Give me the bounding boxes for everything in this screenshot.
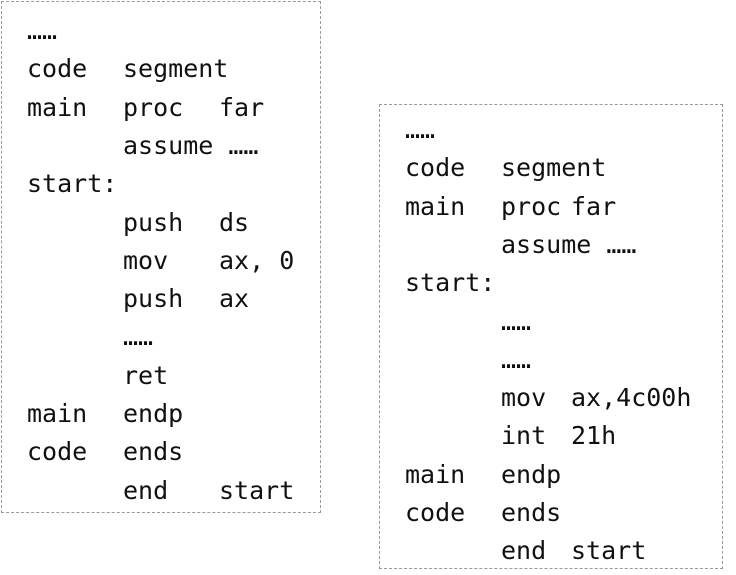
code-token: ret: [123, 360, 169, 390]
code-token: code: [405, 153, 466, 183]
code-token: ……: [501, 306, 532, 336]
code-token: mov: [501, 383, 547, 413]
code-token: int: [501, 421, 547, 451]
code-token: main: [405, 459, 466, 489]
code-token: end: [501, 536, 547, 566]
code-token: push: [123, 207, 184, 237]
code-token: proc: [501, 191, 562, 221]
code-token: segment: [501, 153, 607, 183]
code-token: main: [27, 399, 88, 428]
code-token: start:: [405, 268, 496, 298]
code-token: ……: [501, 344, 532, 374]
code-token: code: [27, 437, 88, 467]
code-token: endp: [123, 399, 184, 428]
code-token: end: [123, 475, 169, 505]
code-token: ax, 0: [219, 245, 295, 275]
code-token: main: [27, 92, 88, 122]
code-token: far: [219, 92, 265, 122]
code-token: segment: [123, 54, 229, 84]
code-token: assume ……: [501, 229, 637, 259]
code-token: proc: [123, 92, 184, 122]
code-token: start: [219, 475, 295, 505]
code-token: ……: [123, 322, 154, 352]
code-token: ends: [501, 498, 562, 527]
code-token: mov: [123, 245, 169, 275]
code-token: ……: [405, 115, 436, 144]
code-token: ……: [27, 16, 58, 45]
code-token: main: [405, 191, 466, 221]
code-token: push: [123, 284, 184, 314]
code-token: 21h: [571, 421, 617, 451]
code-token: ends: [123, 437, 184, 467]
code-token: ax,4c00h: [571, 383, 692, 413]
code-token: code: [405, 498, 466, 527]
code-token: endp: [501, 459, 562, 489]
code-token: code: [27, 54, 88, 84]
code-token: start: [571, 536, 647, 566]
code-token: assume ……: [123, 130, 259, 160]
code-token: ds: [219, 207, 250, 237]
code-token: start:: [27, 169, 118, 199]
code-token: far: [571, 191, 617, 221]
code-token: ax: [219, 284, 250, 314]
